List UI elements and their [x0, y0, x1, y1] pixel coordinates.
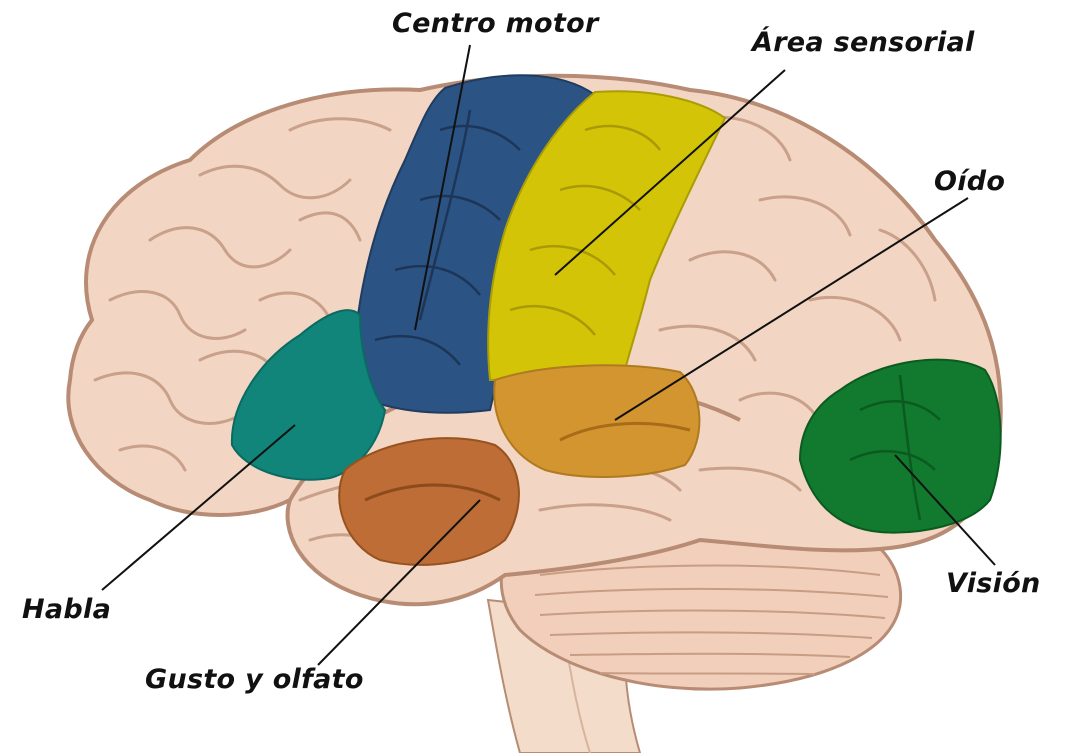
label-habla: Habla	[22, 594, 111, 625]
taste-smell-area	[339, 438, 519, 565]
label-vision: Visión	[946, 568, 1041, 599]
label-gusto-olfato: Gusto y olfato	[145, 664, 364, 695]
label-area-sensorial: Área sensorial	[752, 27, 975, 58]
label-oido: Oído	[934, 166, 1005, 197]
label-centro-motor: Centro motor	[392, 8, 599, 39]
